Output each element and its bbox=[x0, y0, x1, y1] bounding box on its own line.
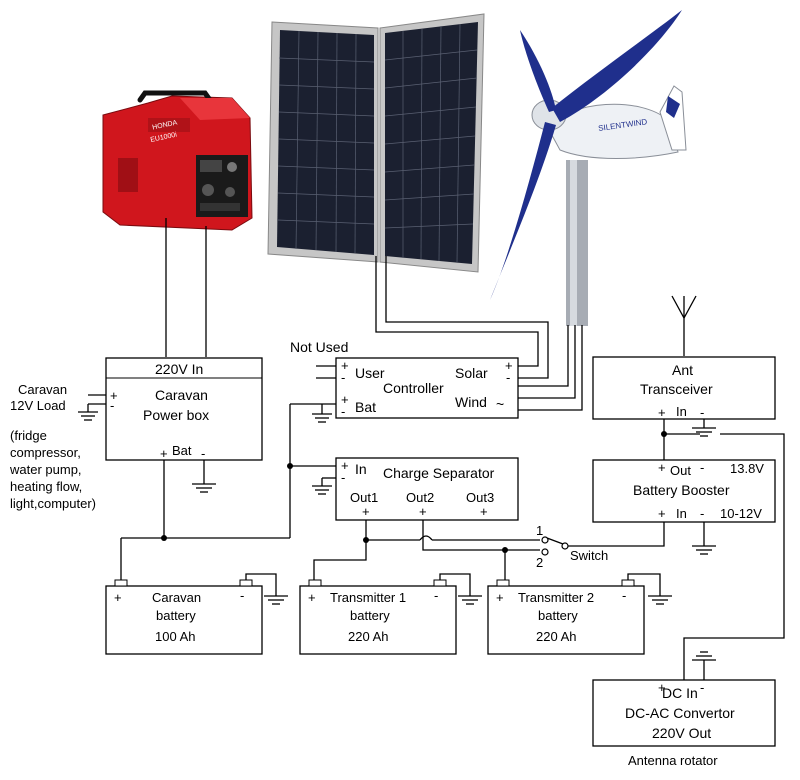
tx1-battery-line-2: battery bbox=[350, 608, 390, 623]
controller-bat-minus: - bbox=[341, 404, 345, 419]
switch-label: Switch bbox=[570, 548, 608, 563]
caravan-load-note-1: (fridge bbox=[10, 428, 47, 443]
transmitter-1-battery: + - Transmitter 1 battery 220 Ah bbox=[299, 579, 457, 655]
separator-out3-plus: + bbox=[480, 504, 488, 519]
dc-ac-footer: Antenna rotator bbox=[628, 753, 718, 768]
separator-out1: Out1 bbox=[350, 490, 378, 505]
booster-in-voltage: 10-12V bbox=[720, 506, 762, 521]
controller-solar-plus: + bbox=[505, 358, 513, 373]
booster-out-plus: + bbox=[658, 460, 666, 475]
controller-wind-label: Wind bbox=[455, 394, 487, 410]
booster-out-label: Out bbox=[670, 463, 691, 478]
battery-booster: + Out - 13.8V Battery Booster + In - 10-… bbox=[592, 459, 776, 523]
caravan-load-note-5: light,computer) bbox=[10, 496, 96, 511]
booster-title: Battery Booster bbox=[633, 482, 730, 498]
controller-title: Controller bbox=[383, 380, 444, 396]
separator-out1-plus: + bbox=[362, 504, 370, 519]
booster-out-voltage: 13.8V bbox=[730, 461, 764, 476]
tx2-battery-line-1: Transmitter 2 bbox=[518, 590, 594, 605]
separator-title: Charge Separator bbox=[383, 465, 495, 481]
transceiver-title-1: Ant bbox=[672, 362, 693, 378]
switch-pos-2: 2 bbox=[536, 555, 543, 570]
transceiver-minus: - bbox=[700, 405, 704, 420]
power-box-plus: + bbox=[110, 388, 118, 403]
caravan-load-note-4: heating flow, bbox=[10, 479, 82, 494]
controller: Not Used + - User + - Bat Controller Sol… bbox=[290, 339, 519, 419]
power-box: 220V In Caravan Power box + - Bat + - bbox=[105, 357, 263, 461]
power-box-bat-plus: + bbox=[160, 446, 168, 461]
controller-user-minus: - bbox=[341, 370, 345, 385]
controller-solar-label: Solar bbox=[455, 365, 488, 381]
wiring bbox=[120, 218, 785, 680]
tx1-battery-plus: + bbox=[308, 590, 316, 605]
tx1-battery-line-3: 220 Ah bbox=[348, 629, 389, 644]
power-box-in-label: 220V In bbox=[155, 361, 203, 377]
dc-ac-out-label: 220V Out bbox=[652, 725, 711, 741]
ground-symbols bbox=[78, 394, 716, 661]
separator-out3: Out3 bbox=[466, 490, 494, 505]
dc-in-minus: - bbox=[700, 680, 704, 695]
switch: 1 2 Switch bbox=[536, 523, 608, 570]
controller-user-label: User bbox=[355, 365, 385, 381]
tx2-battery-minus: - bbox=[622, 588, 626, 603]
power-box-bat-minus: - bbox=[201, 446, 205, 461]
caravan-load-note-2: compressor, bbox=[10, 445, 81, 460]
caravan-battery-line-1: Caravan bbox=[152, 590, 201, 605]
tx2-battery-line-3: 220 Ah bbox=[536, 629, 577, 644]
controller-bat-label: Bat bbox=[355, 399, 376, 415]
tx2-battery-line-2: battery bbox=[538, 608, 578, 623]
separator-in-minus: - bbox=[341, 470, 345, 485]
dc-in-label: DC In bbox=[662, 685, 698, 701]
caravan-load-note-3: water pump, bbox=[9, 462, 82, 477]
separator-out2-plus: + bbox=[419, 504, 427, 519]
tx1-battery-minus: - bbox=[434, 588, 438, 603]
wind-turbine-image: SILENTWIND bbox=[490, 10, 687, 326]
booster-in-plus: + bbox=[658, 506, 666, 521]
caravan-battery-plus: + bbox=[114, 590, 122, 605]
tx2-battery-plus: + bbox=[496, 590, 504, 605]
caravan-battery-minus: - bbox=[240, 588, 244, 603]
power-box-title-1: Caravan bbox=[155, 387, 208, 403]
transmitter-2-battery: + - Transmitter 2 battery 220 Ah bbox=[487, 579, 645, 655]
caravan-battery: + - Caravan battery 100 Ah bbox=[105, 579, 263, 655]
controller-solar-minus: - bbox=[506, 370, 510, 385]
transceiver-in-label: In bbox=[676, 404, 687, 419]
charge-separator: + - In Charge Separator Out1 Out2 Out3 +… bbox=[335, 457, 519, 521]
caravan-load: Caravan 12V Load (fridge compressor, wat… bbox=[9, 382, 96, 511]
caravan-battery-line-3: 100 Ah bbox=[155, 629, 196, 644]
booster-in-minus: - bbox=[700, 506, 704, 521]
ac-sine-icon: ~ bbox=[496, 396, 504, 412]
caravan-load-line-1: Caravan bbox=[18, 382, 67, 397]
power-box-title-2: Power box bbox=[143, 407, 209, 423]
controller-bat-plus: + bbox=[341, 392, 349, 407]
power-box-bat-label: Bat bbox=[172, 443, 192, 458]
not-used-label: Not Used bbox=[290, 339, 348, 355]
separator-in-plus: + bbox=[341, 458, 349, 473]
transceiver-plus: + bbox=[658, 405, 666, 420]
controller-user-plus: + bbox=[341, 358, 349, 373]
ant-transceiver: Ant Transceiver + In - bbox=[592, 356, 776, 420]
dc-in-plus: + bbox=[658, 680, 666, 695]
dc-ac-title: DC-AC Convertor bbox=[625, 705, 735, 721]
switch-pos-1: 1 bbox=[536, 523, 543, 538]
caravan-load-line-2: 12V Load bbox=[10, 398, 66, 413]
power-box-minus: - bbox=[110, 398, 114, 413]
dc-ac-convertor: + - DC In DC-AC Convertor 220V Out Anten… bbox=[592, 679, 776, 768]
tx1-battery-line-1: Transmitter 1 bbox=[330, 590, 406, 605]
caravan-battery-line-2: battery bbox=[156, 608, 196, 623]
transceiver-title-2: Transceiver bbox=[640, 381, 713, 397]
generator-image: HONDA EU1000i bbox=[102, 90, 253, 231]
booster-out-minus: - bbox=[700, 460, 704, 475]
separator-in-label: In bbox=[355, 461, 367, 477]
separator-out2: Out2 bbox=[406, 490, 434, 505]
solar-panel-image bbox=[267, 13, 485, 273]
booster-in-label: In bbox=[676, 506, 687, 521]
